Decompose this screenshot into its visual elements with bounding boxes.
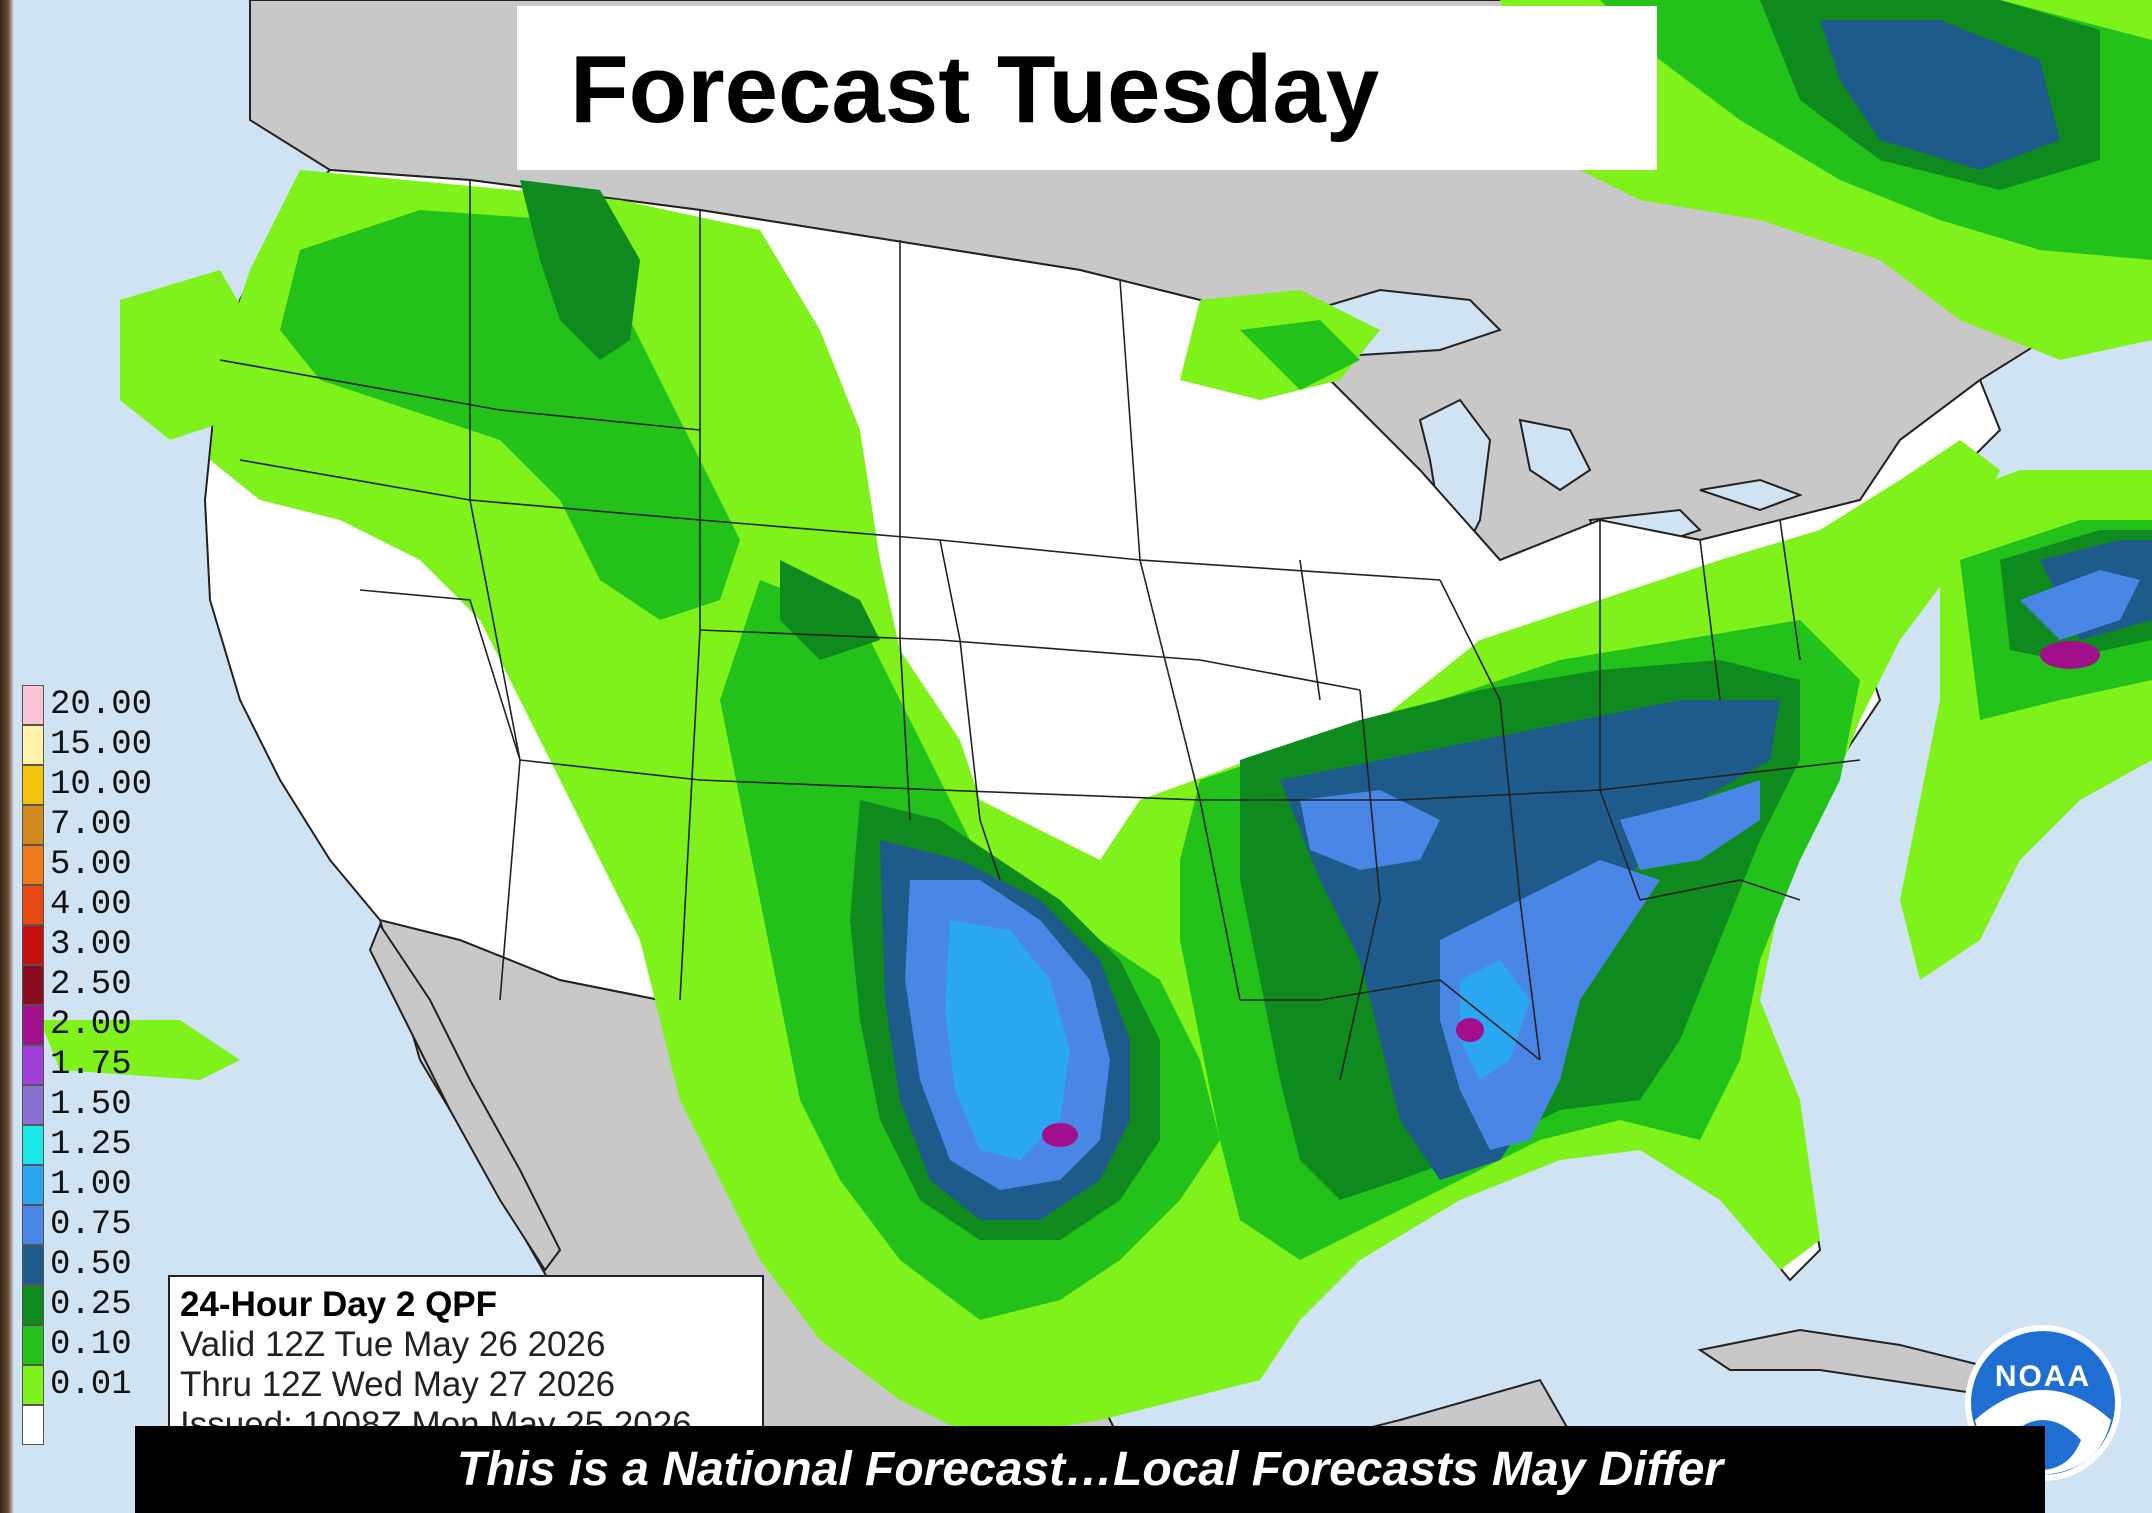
legend-label: 5.00 xyxy=(50,846,132,884)
legend-label: 7.00 xyxy=(50,806,132,844)
legend-swatch xyxy=(22,1245,44,1285)
legend-label: 2.00 xyxy=(50,1006,132,1044)
legend-label: 10.00 xyxy=(50,766,153,804)
legend-swatch xyxy=(22,1325,44,1365)
legend-swatch xyxy=(22,1005,44,1045)
title-box xyxy=(517,6,1657,170)
thru-time: Thru 12Z Wed May 27 2026 xyxy=(180,1365,616,1404)
precip-cyan xyxy=(945,920,1530,1160)
legend-swatch xyxy=(22,765,44,805)
precip-magenta xyxy=(1042,641,2100,1147)
legend-swatch xyxy=(22,1085,44,1125)
legend-swatch xyxy=(22,805,44,845)
legend-label: 1.25 xyxy=(50,1126,132,1164)
legend-swatch xyxy=(22,1365,44,1405)
legend-label: 0.50 xyxy=(50,1246,132,1284)
legend-row: 3.00 xyxy=(22,925,172,965)
legend-swatch xyxy=(22,1405,44,1445)
legend-row xyxy=(22,1405,172,1445)
footer-banner: This is a National Forecast…Local Foreca… xyxy=(135,1426,2045,1513)
legend-label: 0.25 xyxy=(50,1286,132,1324)
legend-row: 20.00 xyxy=(22,685,172,725)
legend-row: 10.00 xyxy=(22,765,172,805)
legend-swatch xyxy=(22,685,44,725)
legend-label: 3.00 xyxy=(50,926,132,964)
legend-row: 0.01 xyxy=(22,1365,172,1405)
legend-swatch xyxy=(22,885,44,925)
valid-time: Valid 12Z Tue May 26 2026 xyxy=(180,1325,606,1364)
legend-label: 1.75 xyxy=(50,1046,132,1084)
legend-row: 0.75 xyxy=(22,1205,172,1245)
footer-disclaimer: This is a National Forecast…Local Foreca… xyxy=(456,1443,1724,1496)
legend-row: 1.00 xyxy=(22,1165,172,1205)
legend-row: 2.50 xyxy=(22,965,172,1005)
legend-row: 5.00 xyxy=(22,845,172,885)
legend-swatch xyxy=(22,1285,44,1325)
state-borders xyxy=(219,180,1861,1081)
noaa-logo-text: NOAA xyxy=(1994,1360,2092,1393)
legend-row: 0.10 xyxy=(22,1325,172,1365)
legend-swatch xyxy=(22,925,44,965)
legend-swatch xyxy=(22,1125,44,1165)
noaa-logo: NOAA xyxy=(1958,1318,2128,1488)
legend-label: 1.50 xyxy=(50,1086,132,1124)
legend-label: 1.00 xyxy=(50,1166,132,1204)
legend-row: 0.50 xyxy=(22,1245,172,1285)
legend-label: 15.00 xyxy=(50,726,153,764)
legend-swatch xyxy=(22,1205,44,1245)
legend-label: 2.50 xyxy=(50,966,132,1004)
legend-label: 4.00 xyxy=(50,886,132,924)
legend-label: 20.00 xyxy=(50,686,153,724)
legend-swatch xyxy=(22,1045,44,1085)
legend-swatch xyxy=(22,965,44,1005)
legend-label: 0.10 xyxy=(50,1326,132,1364)
legend-row: 2.00 xyxy=(22,1005,172,1045)
legend-swatch xyxy=(22,1165,44,1205)
legend-row: 1.75 xyxy=(22,1045,172,1085)
legend-row: 15.00 xyxy=(22,725,172,765)
legend-row: 1.50 xyxy=(22,1085,172,1125)
legend-label: 0.75 xyxy=(50,1206,132,1244)
legend-swatch xyxy=(22,725,44,765)
baja-land xyxy=(368,922,562,1272)
legend-swatch xyxy=(22,845,44,885)
legend-row: 7.00 xyxy=(22,805,172,845)
legend-label: 0.01 xyxy=(50,1366,132,1404)
legend-row: 1.25 xyxy=(22,1125,172,1165)
legend-row: 4.00 xyxy=(22,885,172,925)
qpf-heading: 24-Hour Day 2 QPF xyxy=(180,1285,498,1324)
legend-row: 0.25 xyxy=(22,1285,172,1325)
page-title: Forecast Tuesday xyxy=(570,36,1380,143)
